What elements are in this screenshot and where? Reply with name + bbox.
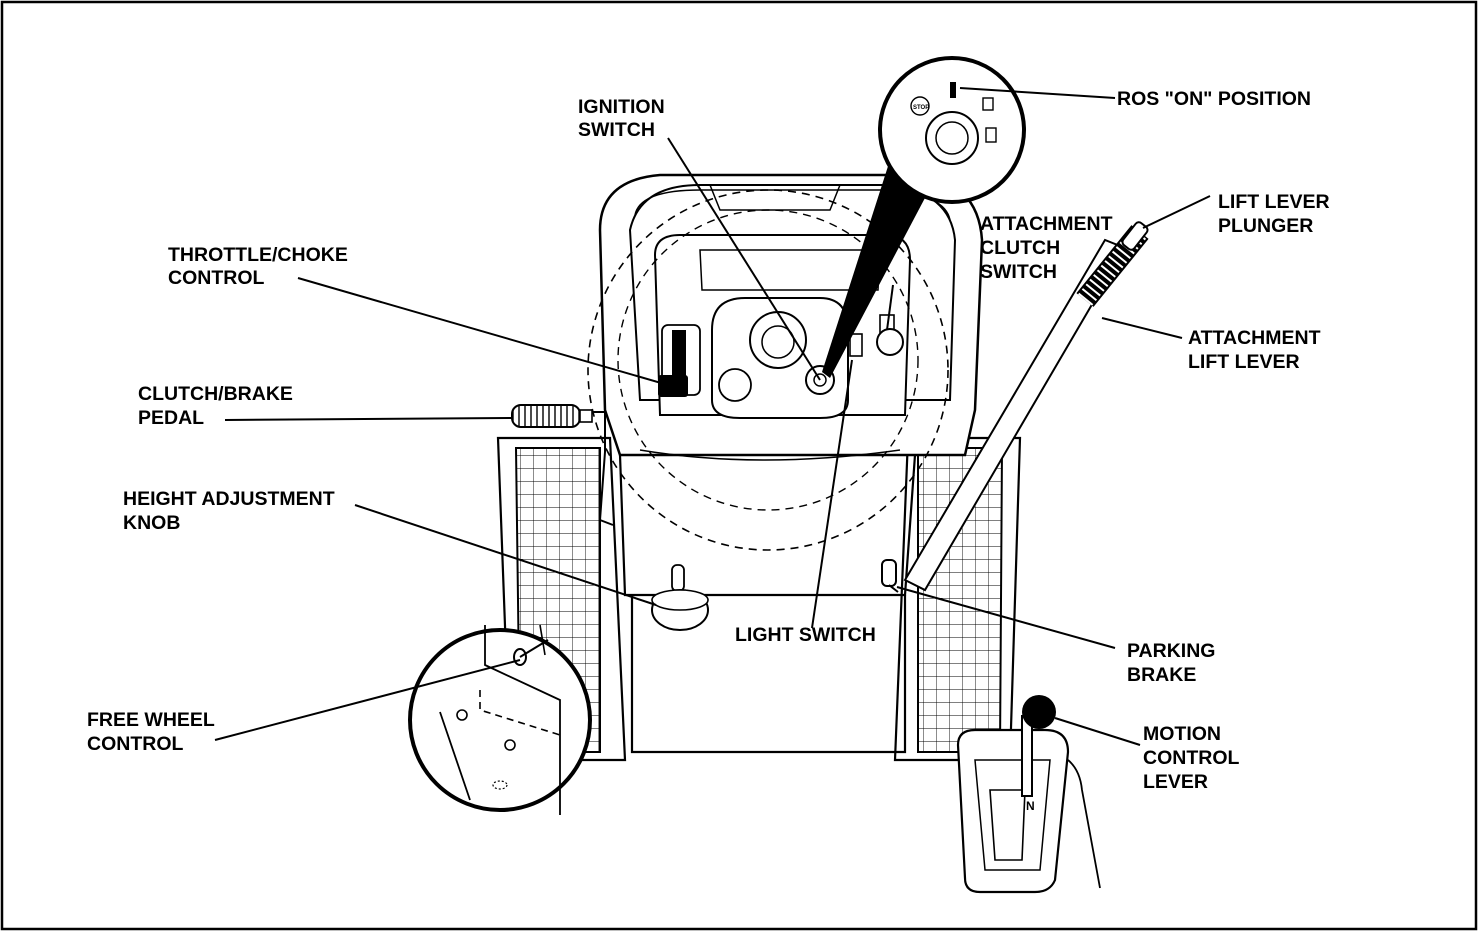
- label-attachment-lift-lever: ATTACHMENT LIFT LEVER: [1188, 327, 1326, 373]
- label-throttle-choke-control: THROTTLE/CHOKE CONTROL: [168, 244, 353, 289]
- lift-lever-shape: [903, 221, 1149, 592]
- light-switch-body: [849, 333, 863, 357]
- key-switch-inset: STOP: [822, 56, 1026, 378]
- label-lift-lever-plunger: LIFT LEVER PLUNGER: [1218, 191, 1335, 237]
- leader-lines: [214, 87, 1211, 746]
- label-free-wheel-control: FREE WHEEL CONTROL: [87, 709, 220, 755]
- label-parking-brake: PARKING BRAKE: [1127, 640, 1221, 686]
- neutral-mark: N: [1026, 799, 1035, 813]
- stop-mark: STOP: [913, 105, 929, 111]
- free-wheel-inset: [408, 624, 592, 815]
- label-ignition-switch: IGNITION SWITCH: [578, 96, 670, 141]
- label-attachment-clutch-switch: ATTACHMENT CLUTCH SWITCH: [980, 213, 1118, 283]
- label-height-adjustment-knob: HEIGHT ADJUSTMENT KNOB: [123, 488, 340, 534]
- height-adjustment-knob-shape: [651, 564, 709, 631]
- dashed-deck-outline-inner: [617, 209, 919, 511]
- clutch-brake-pedal: [511, 404, 614, 526]
- attachment-clutch-knob: [876, 314, 904, 356]
- label-light-switch: LIGHT SWITCH: [735, 624, 876, 646]
- throttle-choke-slot: [658, 324, 701, 397]
- label-clutch-brake-pedal: CLUTCH/BRAKE PEDAL: [138, 383, 298, 429]
- label-motion-control-lever: MOTION CONTROL LEVER: [1143, 723, 1244, 793]
- parking-brake-shape: [881, 559, 899, 593]
- dashed-deck-outline: [587, 189, 949, 551]
- motion-control-detail: N: [956, 695, 1101, 894]
- label-ros-on-position: ROS "ON" POSITION: [1117, 88, 1311, 110]
